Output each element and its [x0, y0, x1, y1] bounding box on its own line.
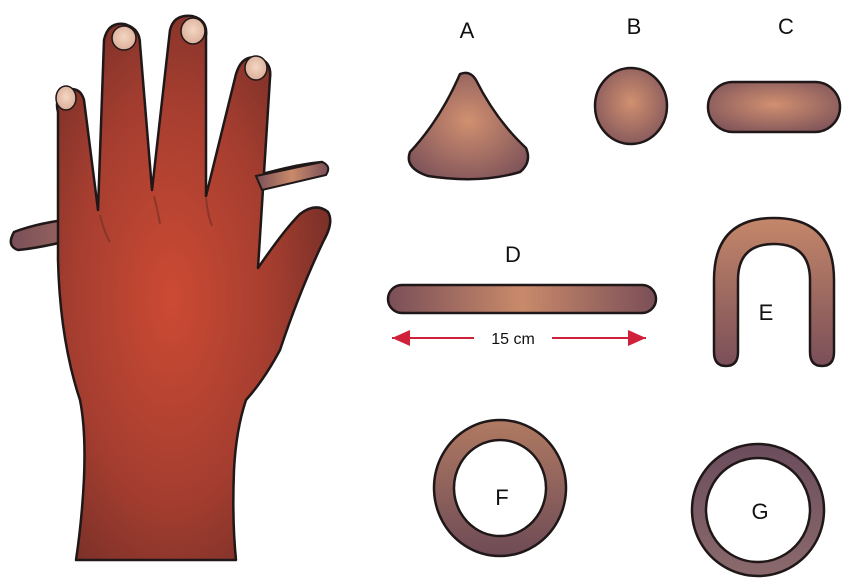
label-b: B	[627, 14, 642, 39]
shape-g-ring: G	[692, 444, 824, 576]
label-f: F	[495, 485, 508, 510]
shape-d-rod: D	[388, 242, 656, 313]
hand-palm	[57, 16, 330, 560]
hand-illustration	[11, 16, 330, 560]
label-g: G	[751, 499, 768, 524]
dimension-arrow-d: 15 cm	[392, 331, 646, 348]
fingernail-middle	[181, 18, 205, 44]
fingernail-little	[56, 86, 76, 110]
label-d: D	[505, 242, 521, 267]
label-a: A	[460, 18, 475, 43]
shape-e-u: E	[714, 218, 834, 366]
fingernail-ring	[112, 26, 136, 50]
shape-c-oval: C	[708, 14, 840, 132]
shape-b-ball: B	[595, 14, 667, 144]
label-c: C	[778, 14, 794, 39]
fingernail-index	[245, 56, 267, 80]
shape-f-ring: F	[434, 420, 566, 556]
shape-a-cone: A	[409, 18, 528, 179]
label-e: E	[759, 300, 774, 325]
dimension-label-15cm: 15 cm	[491, 331, 535, 348]
